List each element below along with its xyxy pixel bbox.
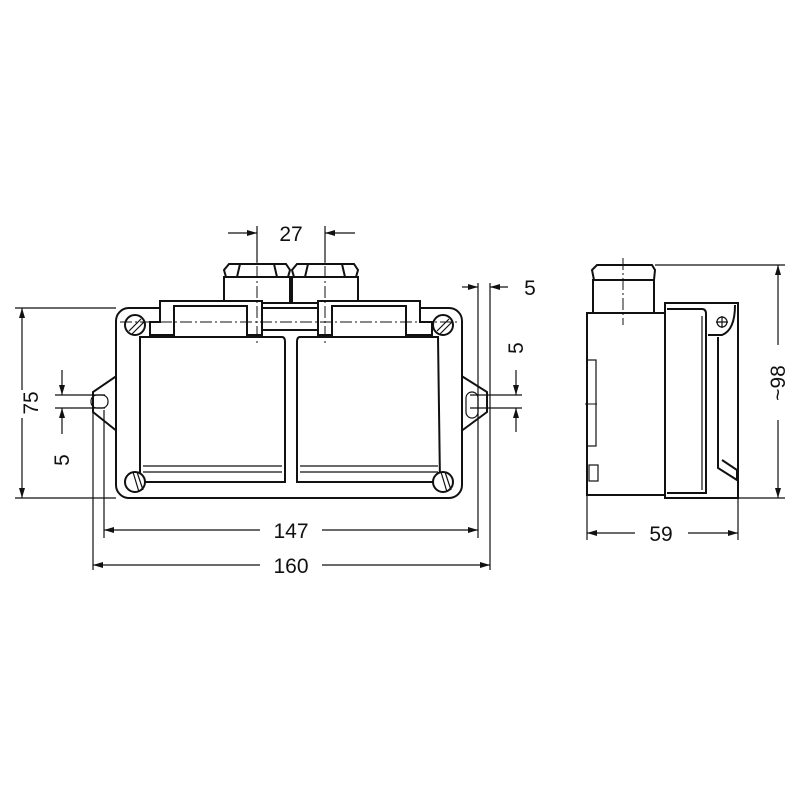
side-view bbox=[585, 258, 739, 499]
side-ear bbox=[586, 359, 597, 447]
dim-ear-offset: 5 bbox=[524, 277, 536, 300]
dim-height: 75 bbox=[20, 391, 43, 414]
dim-mounting-width: 147 bbox=[273, 520, 308, 543]
dim-overall-height: ~98 bbox=[767, 365, 790, 401]
flap-lips bbox=[143, 465, 438, 473]
dim-ear-hole-left: 5 bbox=[51, 454, 74, 466]
side-housing bbox=[586, 312, 666, 496]
front-dimensions: 27 5 5 75 5 147 160 bbox=[15, 223, 536, 578]
dim-ear-hole-right: 5 bbox=[505, 342, 528, 354]
dim-overall-width: 160 bbox=[273, 555, 308, 578]
left-socket-flap bbox=[139, 336, 286, 483]
side-dimensions: ~98 59 bbox=[586, 264, 790, 546]
center-lines bbox=[120, 226, 460, 345]
left-mounting-ear bbox=[92, 374, 119, 433]
side-tab bbox=[588, 464, 599, 482]
right-socket-flap bbox=[296, 336, 442, 483]
screw-icons bbox=[124, 314, 454, 493]
dim-gland-spacing: 27 bbox=[279, 223, 302, 246]
front-view bbox=[90, 226, 488, 499]
center-bridge bbox=[261, 307, 319, 331]
right-mounting-ear bbox=[459, 374, 488, 433]
dim-depth: 59 bbox=[649, 523, 672, 546]
side-flap-hinge bbox=[708, 304, 738, 482]
side-flap bbox=[667, 308, 707, 494]
